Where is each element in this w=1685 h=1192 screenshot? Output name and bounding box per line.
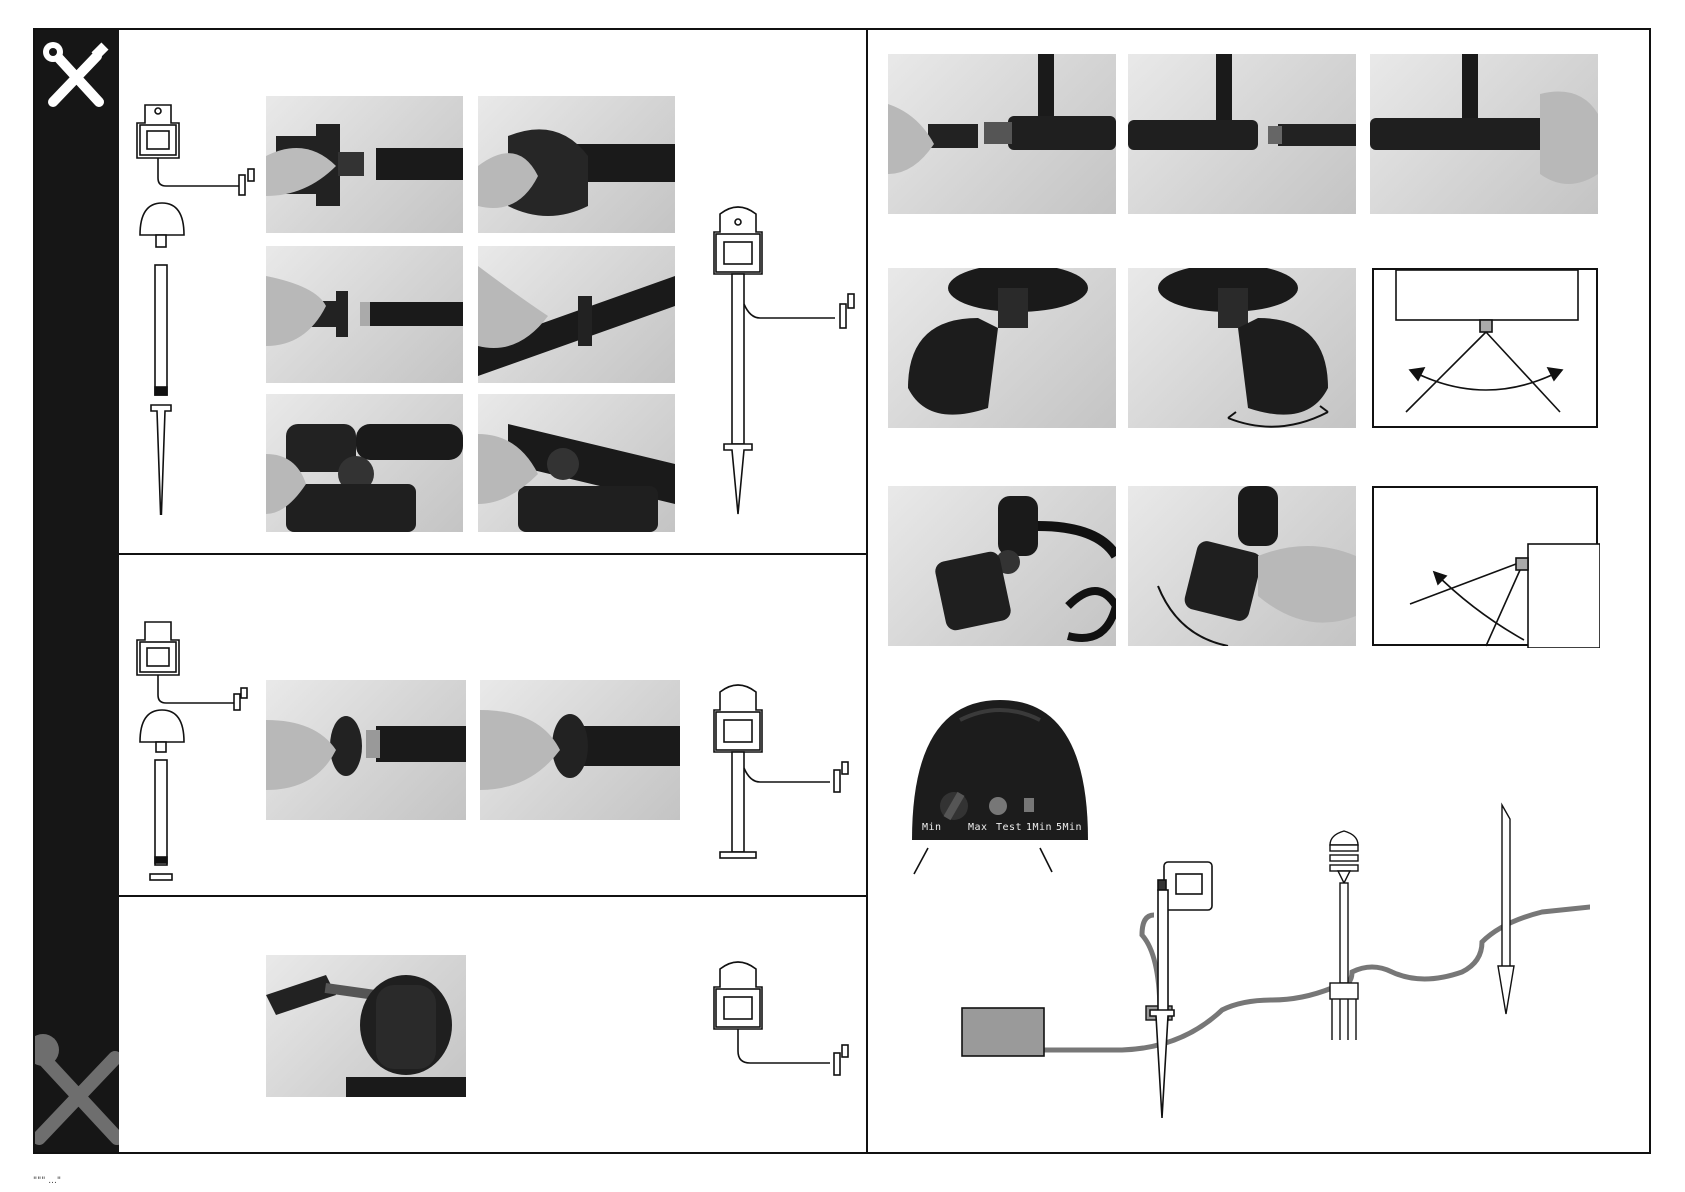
lamp-short-assembled-diagram [700,678,860,863]
photo-step-4 [478,246,675,383]
diagram-horizontal-angle [1372,268,1598,428]
section-divider-1 [119,553,866,555]
garden-light [1330,831,1358,1040]
photo-step-7 [266,680,466,820]
photo-head-rotate-right [1128,268,1356,428]
photo-connector-2 [1128,54,1356,214]
footer-text: """ ..." [33,1176,61,1186]
sidebar [35,30,119,1152]
photo-step-6 [478,394,675,532]
column-divider [866,30,868,1152]
wrench-screwdriver-icon-large [35,1020,119,1150]
lamp-exploded-diagram [135,95,270,515]
photo-step-2 [478,96,675,233]
installation-scene-diagram [950,800,1590,1130]
photo-step-3 [266,246,463,383]
lamp-assembled-spike-diagram [700,200,860,515]
photo-step-5 [266,394,463,532]
diagram-vertical-angle [1372,486,1598,646]
photo-screwdriver [266,955,466,1097]
photo-connector-3 [1370,54,1598,214]
photo-head-tilt-1 [888,486,1116,646]
lamp-wall-assembled-diagram [700,955,860,1095]
photo-step-8 [480,680,680,820]
section-divider-2 [119,895,866,897]
lamp-short-exploded-diagram [135,612,255,882]
photo-head-rotate-left [888,268,1116,428]
spike-stake [1498,805,1514,1014]
dial-label-min: Min [922,822,942,833]
photo-step-1 [266,96,463,233]
wrench-screwdriver-icon [35,30,119,120]
photo-head-tilt-2 [1128,486,1356,646]
photo-connector-1 [888,54,1116,214]
transformer-box [962,1008,1044,1056]
